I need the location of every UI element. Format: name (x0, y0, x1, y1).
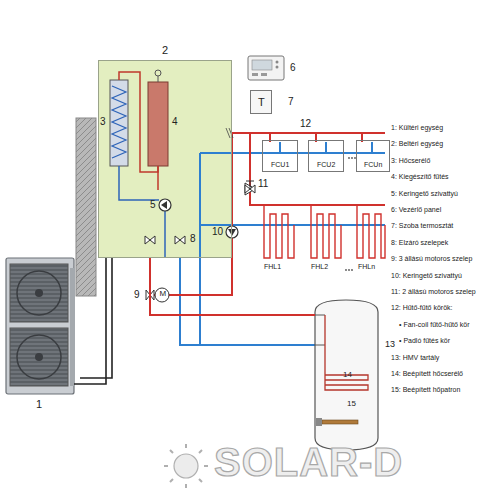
indoor-unit-fill (98, 60, 232, 258)
node-text: 13 (385, 340, 395, 350)
floor-heating-loops (264, 205, 385, 258)
node-text: T (258, 96, 265, 108)
callout-number: FHL2 (311, 263, 328, 271)
room-thermostat: T (250, 90, 272, 114)
legend-line: 7: Szoba termosztát (391, 222, 453, 230)
legend-line: 14: Beépített hőcserélő (391, 370, 463, 378)
callout-number: 3 (100, 116, 106, 127)
legend-line: 4: Kiegészítő fűtés (391, 173, 449, 181)
pipe-connector (150, 258, 315, 315)
node-text: FCU1 (271, 161, 289, 169)
pipe-line (80, 258, 112, 378)
legend-line: 2: Beltéri egység (391, 140, 443, 148)
legend-line: 8: Elzáró szelepek (391, 239, 448, 247)
node-text: 1 (36, 398, 42, 410)
legend-line: • Fan-coil fűtő-hűtő kör (399, 321, 470, 329)
wall (76, 118, 96, 296)
callout-number: 12 (300, 118, 311, 129)
legend-line: • Padló fűtés kör (399, 337, 450, 345)
legend-line: 13: HMV tartály (391, 354, 439, 362)
outdoor-unit: 1 (6, 258, 74, 394)
watermark: SOLAR-D (214, 440, 403, 484)
pipe-connector (74, 258, 112, 384)
legend-line: 6: Vezérlő panel (391, 206, 441, 214)
callout-number: 4 (172, 116, 178, 127)
callout-number: 8 (190, 233, 196, 244)
control-panel (248, 56, 284, 80)
fan-coil-unit: FCU1 (262, 140, 298, 172)
dhw-tank: 131415 (315, 300, 378, 450)
node-text: FCUn (364, 161, 382, 169)
legend-line: 5: Keringető szivattyú (391, 190, 458, 198)
node-text: FCU2 (317, 161, 335, 169)
node-text: 15 (347, 400, 356, 409)
callout-number: FHLn (358, 263, 375, 271)
fan-coil-unit: FCU2 (308, 140, 344, 172)
node-text: 2 (162, 44, 168, 56)
legend-line: 15: Beépített hőpatron (391, 386, 460, 394)
hot-water-tank (315, 300, 378, 450)
legend-line: 12: Hűtő-fűtő körök: (391, 304, 452, 312)
circulation-pump (226, 226, 238, 238)
legend-line: 1: Kültéri egység (391, 124, 443, 132)
callout-number: 6 (290, 62, 296, 73)
callout-number: 5 (150, 199, 156, 210)
pipe-line (74, 258, 106, 384)
callout-number: 9 (134, 289, 140, 300)
callout-number: 11 (258, 178, 268, 189)
callout-number: 7 (288, 96, 294, 107)
legend-line: 9: 3 állású motoros szelep (391, 255, 472, 263)
watermark-logo (164, 444, 208, 488)
supply-pipes (150, 133, 385, 295)
two-way-valve (245, 181, 255, 195)
outdoor-unit-drawing (6, 258, 75, 394)
legend-line: 3: Hőcserélő (391, 157, 430, 165)
fan-coil-unit: FCUn (356, 140, 390, 172)
indoor-unit: 2 (98, 60, 232, 258)
callout-number: FHL1 (264, 263, 281, 271)
ellipsis-dots (345, 157, 356, 271)
legend-line: 10: Keringető szivattyú (391, 272, 462, 280)
pipe-line (150, 258, 315, 315)
callout-number: M (160, 290, 167, 299)
indoor-internals (110, 70, 185, 258)
callout-number: 10 (212, 226, 223, 237)
node-text: 14 (343, 371, 352, 380)
legend-line: 11: 2 állású motoros szelep (391, 288, 476, 296)
